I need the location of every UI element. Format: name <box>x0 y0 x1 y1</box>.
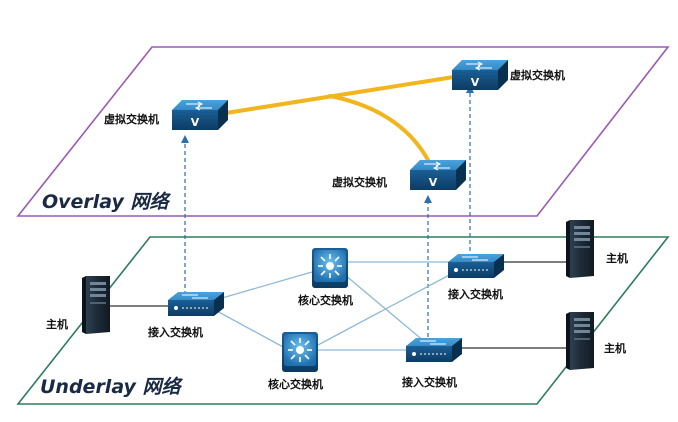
server-icon <box>566 312 594 370</box>
link-coreB-accessRT <box>317 271 456 346</box>
host-left <box>82 276 110 334</box>
host-right-top-label: 主机 <box>606 251 628 265</box>
vswitch-right-label: 虚拟交换机 <box>510 68 565 82</box>
virtual-switch-left: V <box>172 100 228 130</box>
tunnel-to-mid <box>328 94 430 162</box>
access-switch-right-bottom <box>406 338 462 362</box>
access-switch-icon <box>168 292 224 316</box>
underlay-links <box>214 261 456 351</box>
access-left-label: 接入交换机 <box>148 325 203 339</box>
server-icon <box>566 220 594 278</box>
virtual-switch-icon: V <box>172 100 228 130</box>
access-switch-icon <box>406 338 462 362</box>
vswitch-left-label: 虚拟交换机 <box>104 112 159 126</box>
overlay-tunnels <box>224 74 462 162</box>
vswitch-mid-label: 虚拟交换机 <box>332 175 387 189</box>
server-icon <box>82 276 110 334</box>
tunnel-left-right <box>224 74 462 115</box>
link-coreT-accessRB <box>344 274 426 343</box>
access-right-bottom-label: 接入交换机 <box>402 375 457 389</box>
host-right-top <box>566 220 594 278</box>
core-switch-top <box>312 248 348 288</box>
svg-text:V: V <box>429 176 438 189</box>
core-switch-bottom <box>282 332 318 372</box>
overlay-plane-label: Overlay 网络 <box>42 191 172 213</box>
underlay-plane <box>16 236 670 405</box>
virtual-switch-icon: V <box>452 60 508 90</box>
arrowhead-left <box>181 135 189 143</box>
core-bottom-label: 核心交换机 <box>268 377 323 391</box>
access-switch-left <box>168 292 224 316</box>
virtual-switch-right: V <box>452 60 508 90</box>
host-links <box>108 261 566 349</box>
overlay-plane <box>16 46 670 217</box>
overlay-underlay-mappings <box>184 88 471 344</box>
arrowhead-mid <box>424 195 432 203</box>
virtual-switch-mid: V <box>410 160 466 190</box>
underlay-plane-label: Underlay 网络 <box>40 376 184 398</box>
core-switch-icon <box>312 248 348 288</box>
link-accessL-coreB <box>214 309 286 349</box>
svg-text:V: V <box>191 116 200 129</box>
core-top-label: 核心交换机 <box>298 293 353 307</box>
host-right-bottom <box>566 312 594 370</box>
link-accessL-coreT <box>221 271 313 299</box>
virtual-switch-icon: V <box>410 160 466 190</box>
core-switch-icon <box>282 332 318 372</box>
host-left-label: 主机 <box>46 317 68 331</box>
access-switch-icon <box>448 254 504 278</box>
host-right-bottom-label: 主机 <box>604 341 626 355</box>
access-right-top-label: 接入交换机 <box>448 287 503 301</box>
access-switch-right-top <box>448 254 504 278</box>
svg-text:V: V <box>471 76 480 89</box>
